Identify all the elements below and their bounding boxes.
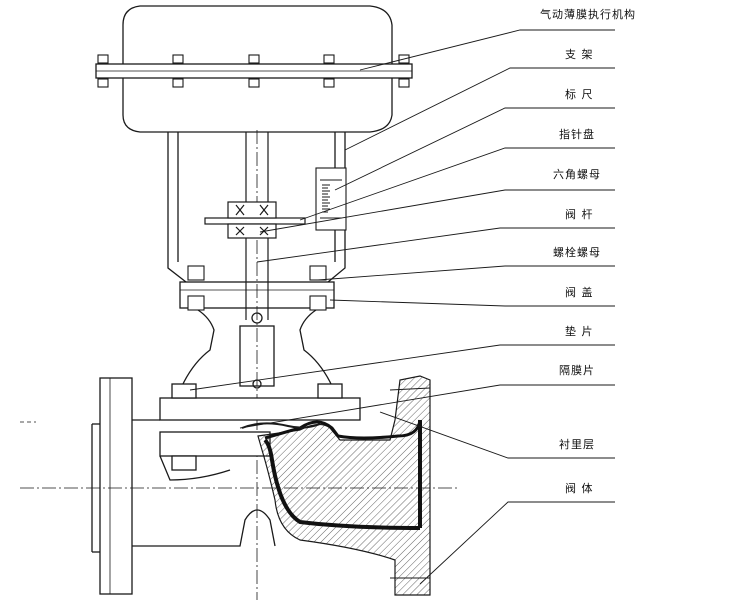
diaphragm <box>241 422 321 429</box>
label-lining: 衬里层 <box>559 438 595 451</box>
bonnet-flange <box>159 383 361 471</box>
label-bolt-nut: 螺栓螺母 <box>553 246 601 259</box>
label-stem: 阀 杆 <box>565 208 594 221</box>
indicator-disc <box>204 201 306 239</box>
label-pneumatic-actuator: 气动薄膜执行机构 <box>540 8 636 21</box>
left-flange <box>91 377 133 595</box>
yoke-bolts <box>187 265 327 311</box>
label-yoke: 支 架 <box>565 48 594 61</box>
label-bonnet: 阀 盖 <box>565 286 594 299</box>
label-hex-nut: 六角螺母 <box>553 168 601 181</box>
valve-body <box>132 419 276 547</box>
label-gasket: 垫 片 <box>565 325 594 338</box>
housing-bolts <box>97 54 410 88</box>
body-section <box>257 375 431 596</box>
scale-plate <box>315 167 347 231</box>
label-indicator-disc: 指针盘 <box>559 128 595 141</box>
label-diaphragm: 隔膜片 <box>559 364 595 377</box>
label-scale: 标 尺 <box>565 88 594 101</box>
leader-lines <box>189 29 615 585</box>
actuator-housing <box>95 5 413 133</box>
label-valve-body: 阀 体 <box>565 482 594 495</box>
bonnet <box>177 309 337 396</box>
